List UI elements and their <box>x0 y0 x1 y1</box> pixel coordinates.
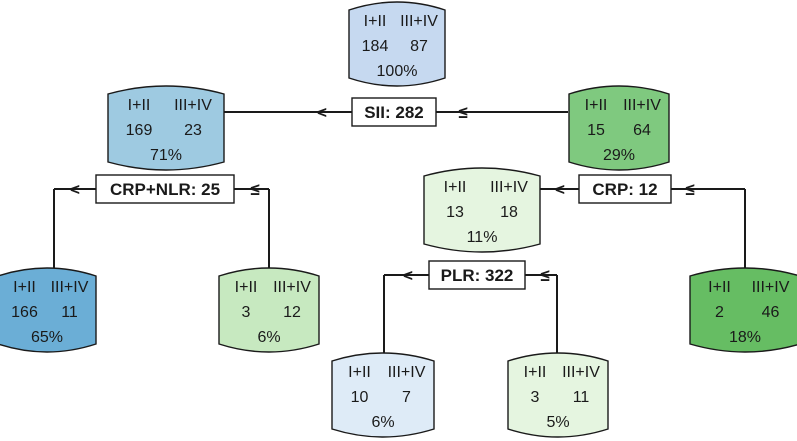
count-right: 12 <box>283 304 301 321</box>
class-label-right: III+IV <box>388 364 426 381</box>
split-rule-label: SII: 282 <box>364 103 424 122</box>
node-percent: 6% <box>257 329 280 346</box>
count-left: 13 <box>446 204 464 221</box>
count-right: 87 <box>410 38 428 55</box>
count-right: 18 <box>500 204 518 221</box>
less-equal-symbol: ≤ <box>250 180 259 199</box>
class-label-left: I+II <box>235 279 258 296</box>
class-label-right: III+IV <box>273 279 311 296</box>
class-label-right: III+IV <box>400 13 438 30</box>
count-left: 10 <box>351 389 369 406</box>
node-n_ll: I+II III+IV 166 11 65% <box>0 267 97 353</box>
split-rule-label: CRP+NLR: 25 <box>110 180 220 199</box>
split-rule-label: CRP: 12 <box>592 180 657 199</box>
split-s_root: SII: 282 < ≤ <box>317 97 468 127</box>
node-n_lr: I+II III+IV 3 126% <box>218 267 320 353</box>
class-label-left: I+II <box>348 364 371 381</box>
split-s_rl: PLR: 322 < ≤ <box>403 260 550 290</box>
node-shape <box>0 267 97 353</box>
class-label-right: III+IV <box>490 179 528 196</box>
count-left: 3 <box>531 389 540 406</box>
node-shape <box>218 267 320 353</box>
count-left: 169 <box>126 122 153 139</box>
class-label-right: III+IV <box>51 279 89 296</box>
node-shape <box>507 352 609 438</box>
count-right: 23 <box>184 122 202 139</box>
less-equal-symbol: ≤ <box>685 180 694 199</box>
class-label-left: I+II <box>13 279 36 296</box>
count-right: 46 <box>762 304 780 321</box>
less-than-symbol: < <box>317 103 327 122</box>
node-shape <box>423 167 541 253</box>
split-rule-label: PLR: 322 <box>441 266 514 285</box>
node-n_r: I+II III+IV 15 64 29% <box>568 85 670 171</box>
node-n_rlr: I+II III+IV 3 115% <box>507 352 609 438</box>
split-box <box>578 174 672 204</box>
count-right: 64 <box>633 122 651 139</box>
node-percent: 29% <box>603 147 635 164</box>
less-than-symbol: < <box>403 266 413 285</box>
node-shape <box>568 85 670 171</box>
node-root: I+II III+IV 184 87 100% <box>348 1 446 87</box>
count-right: 7 <box>402 389 411 406</box>
count-right: 11 <box>61 304 78 321</box>
class-label-right: III+IV <box>174 97 212 114</box>
class-label-right: III+IV <box>752 279 790 296</box>
class-label-left: I+II <box>128 97 151 114</box>
node-percent: 6% <box>371 414 394 431</box>
node-shape <box>348 1 446 87</box>
split-box <box>95 174 235 204</box>
count-left: 184 <box>362 38 389 55</box>
split-s_r: CRP: 12 < ≤ <box>555 174 695 204</box>
node-shape <box>331 352 435 438</box>
less-equal-symbol: ≤ <box>458 103 467 122</box>
class-label-left: I+II <box>364 13 387 30</box>
count-right: 11 <box>573 389 590 406</box>
count-left: 2 <box>715 304 724 321</box>
node-percent: 100% <box>377 63 418 80</box>
split-box <box>428 260 526 290</box>
split-s_l: CRP+NLR: 25 < ≤ <box>70 174 260 204</box>
less-equal-symbol: ≤ <box>540 266 549 285</box>
class-label-left: I+II <box>444 179 467 196</box>
less-than-symbol: < <box>555 180 565 199</box>
tree-edges <box>53 111 746 353</box>
less-than-symbol: < <box>70 180 80 199</box>
split-labels: SII: 282<≤CRP+NLR: 25<≤CRP: 12<≤PLR: 322… <box>70 97 695 290</box>
node-n_rll: I+II III+IV 10 7 6% <box>331 352 435 438</box>
class-label-right: III+IV <box>623 97 661 114</box>
node-percent: 71% <box>150 147 182 164</box>
node-percent: 65% <box>31 329 63 346</box>
node-shape <box>689 267 797 353</box>
node-percent: 18% <box>729 329 761 346</box>
class-label-right: III+IV <box>562 364 600 381</box>
class-label-left: I+II <box>585 97 608 114</box>
count-left: 3 <box>242 304 251 321</box>
count-left: 166 <box>11 304 38 321</box>
class-label-left: I+II <box>708 279 731 296</box>
node-percent: 5% <box>546 414 569 431</box>
count-left: 15 <box>587 122 605 139</box>
split-box <box>351 97 437 127</box>
class-label-left: I+II <box>524 364 547 381</box>
node-shape <box>107 85 225 171</box>
node-percent: 11% <box>467 229 498 246</box>
